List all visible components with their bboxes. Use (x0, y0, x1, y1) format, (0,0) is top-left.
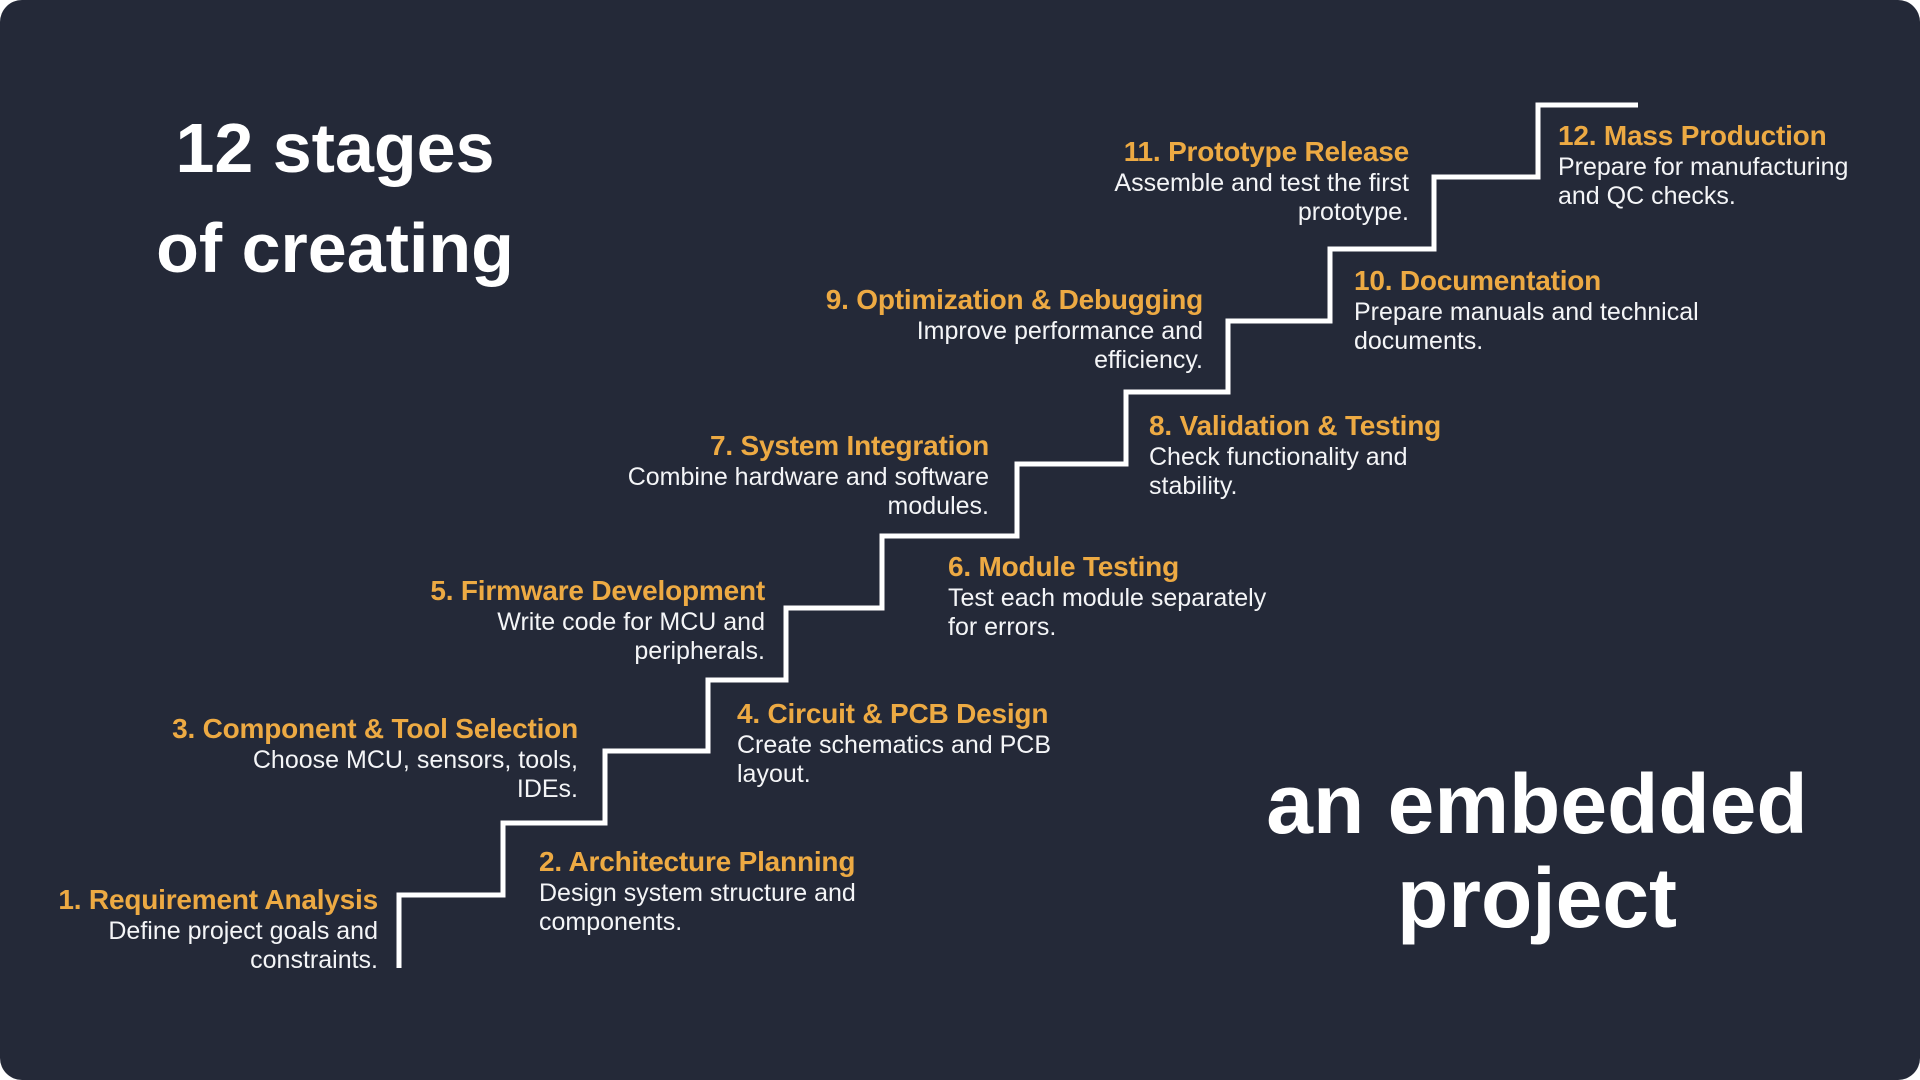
stage-1-desc-line1: Define project goals and (108, 917, 378, 945)
stage-12-desc-line1: Prepare for manufacturing (1558, 153, 1849, 181)
stage-7-desc-line2: modules. (887, 492, 989, 520)
main-title-left-line2: of creating (156, 209, 514, 287)
main-title-right-line2: project (1396, 851, 1678, 945)
stage-7-title: 7. System Integration (710, 430, 989, 461)
stage-5: 5. Firmware Development Write code for M… (430, 576, 765, 666)
stage-2-desc-line2: components. (539, 908, 683, 936)
stage-8: 8. Validation & Testing Check functional… (1149, 411, 1441, 501)
stage-1-title: 1. Requirement Analysis (58, 884, 378, 915)
stage-4-title: 4. Circuit & PCB Design (737, 698, 1049, 729)
stage-9-title: 9. Optimization & Debugging (825, 284, 1203, 315)
main-title-left-line1: 12 stages (175, 109, 495, 187)
stage-8-desc-line2: stability. (1149, 472, 1238, 500)
stage-8-title: 8. Validation & Testing (1149, 410, 1442, 441)
stage-3-desc-line2: IDEs. (516, 775, 578, 803)
stage-1-desc-line2: constraints. (250, 946, 378, 974)
stage-10-desc-line1: Prepare manuals and technical (1354, 298, 1699, 326)
stage-3-desc-line1: Choose MCU, sensors, tools, (252, 746, 578, 774)
stage-9-desc-line2: efficiency. (1094, 346, 1203, 374)
stage-2-title: 2. Architecture Planning (539, 846, 856, 877)
stage-1: 1. Requirement Analysis Define project g… (58, 885, 378, 975)
stage-11: 11. Prototype Release Assemble and test … (1114, 137, 1409, 227)
stage-5-desc-line1: Write code for MCU and (497, 608, 765, 636)
stage-10: 10. Documentation Prepare manuals and te… (1354, 266, 1699, 356)
stage-6-desc-line1: Test each module separately (948, 584, 1267, 612)
stage-2-desc-line1: Design system structure and (539, 879, 856, 907)
stage-6-desc-line2: for errors. (948, 613, 1057, 641)
stage-6: 6. Module Testing Test each module separ… (948, 552, 1266, 642)
stage-12-desc-line2: and QC checks. (1558, 182, 1736, 210)
staircase-polyline (396, 102, 1638, 968)
stage-11-desc-line1: Assemble and test the first (1114, 169, 1409, 197)
stage-9-desc-line1: Improve performance and (916, 317, 1203, 345)
main-title-right-line1: an embedded (1266, 757, 1808, 851)
stage-7: 7. System Integration Combine hardware a… (627, 430, 990, 521)
stage-6-title: 6. Module Testing (948, 551, 1179, 582)
stage-3-title: 3. Component & Tool Selection (172, 713, 578, 744)
main-title-right: an embedded project (1242, 757, 1832, 945)
stage-11-desc-line2: prototype. (1297, 198, 1409, 226)
stage-12-title: 12. Mass Production (1558, 120, 1827, 151)
stage-5-title: 5. Firmware Development (430, 575, 765, 606)
stage-8-desc-line1: Check functionality and (1149, 443, 1408, 471)
stage-4-desc-line1: Create schematics and PCB (737, 731, 1052, 759)
stage-10-title: 10. Documentation (1354, 265, 1602, 296)
stage-10-desc-line2: documents. (1354, 327, 1484, 355)
stage-4: 4. Circuit & PCB Design Create schematic… (737, 699, 1051, 789)
stage-5-desc-line2: peripherals. (634, 637, 765, 665)
stage-11-title: 11. Prototype Release (1123, 136, 1409, 167)
stage-7-desc-line1: Combine hardware and software (627, 463, 989, 491)
main-title-left: 12 stages of creating (60, 98, 610, 298)
stage-2: 2. Architecture Planning Design system s… (539, 847, 856, 937)
stage-3: 3. Component & Tool Selection Choose MCU… (172, 714, 578, 804)
stage-12: 12. Mass Production Prepare for manufact… (1558, 121, 1848, 211)
stage-9: 9. Optimization & Debugging Improve perf… (826, 285, 1203, 375)
stage-4-desc-line2: layout. (737, 760, 811, 788)
